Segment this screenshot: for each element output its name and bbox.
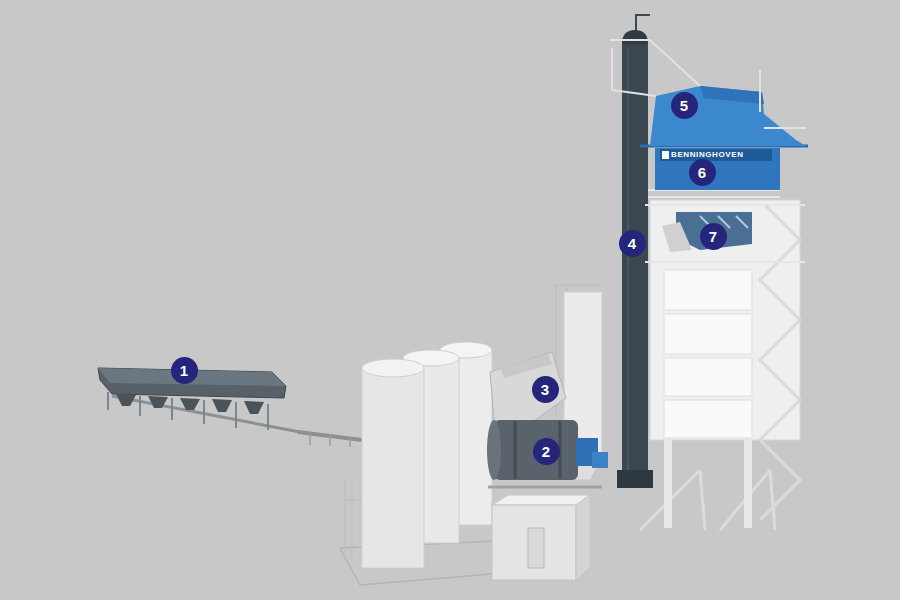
callout-number: 6 (698, 165, 706, 180)
cold-feed-hopper (98, 368, 362, 447)
drum-end (487, 420, 501, 480)
burner-fan (592, 452, 608, 468)
callout-number: 3 (541, 382, 549, 397)
callout-number: 1 (180, 363, 188, 378)
tank (362, 368, 424, 568)
callout-circle: 7 (700, 223, 727, 250)
brand-name: BENNINGHOVEN (671, 151, 744, 159)
tank-pipes (345, 480, 362, 560)
screening-machine (650, 86, 806, 146)
hot-bins (655, 148, 780, 190)
conveyor-struts (310, 433, 350, 447)
mixing-tower (610, 40, 808, 530)
hot-elevator (617, 14, 653, 488)
callout-number: 2 (542, 444, 550, 459)
tower-leg (664, 440, 672, 528)
screen-top (700, 86, 764, 104)
hopper-legs (108, 392, 268, 430)
brand-strip (660, 149, 772, 161)
container-side (576, 495, 590, 580)
top-rails (610, 40, 806, 128)
storage-panels (664, 270, 752, 438)
dryer (487, 352, 608, 487)
tank-top (362, 359, 424, 377)
dryer-drum (494, 420, 578, 480)
elevator-casing (622, 44, 648, 484)
control-container (492, 495, 590, 580)
stairs (760, 205, 800, 520)
callout-number: 7 (709, 229, 717, 244)
hot-gas-duct (490, 352, 566, 428)
elevator-boot (617, 470, 653, 488)
container-front (492, 505, 576, 580)
tower-frame (650, 200, 800, 440)
callout-circle: 3 (532, 376, 559, 403)
callout-circle: 2 (533, 438, 560, 465)
container-door (528, 528, 544, 568)
duct-top (500, 354, 552, 378)
callout-number: 4 (628, 236, 636, 251)
callout-circle: 4 (619, 230, 646, 257)
drum-bands (515, 421, 560, 479)
container-roof (492, 495, 590, 505)
weigh-hopper (662, 222, 692, 252)
callout-number: 5 (680, 98, 688, 113)
callout-circle: 1 (171, 357, 198, 384)
hopper-funnels (116, 394, 264, 414)
collector-belt (112, 396, 300, 432)
elevator-head (622, 30, 648, 44)
brand-logo (662, 151, 669, 159)
platform-rails (645, 190, 805, 262)
tower-base (640, 470, 775, 530)
drum-frame (488, 486, 602, 489)
callout-circle: 5 (671, 92, 698, 119)
tower-leg (744, 440, 752, 528)
callout-circle: 6 (689, 159, 716, 186)
